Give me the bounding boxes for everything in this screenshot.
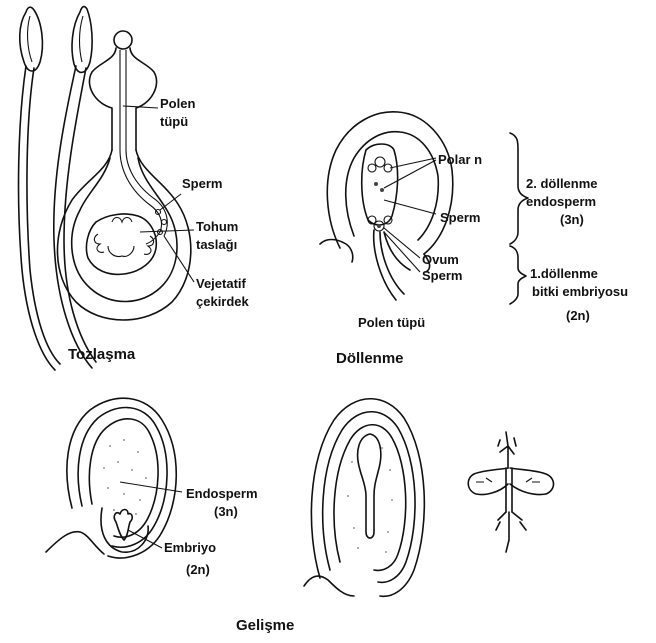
label-endosperm: Endosperm — [186, 486, 258, 501]
label-second-fertilization-ploidy: (3n) — [560, 212, 584, 227]
label-second-fertilization-endosperm: endosperm — [526, 194, 596, 209]
label-second-fertilization: 2. döllenme — [526, 176, 598, 191]
label-vegetative-line1: Vejetatif — [196, 276, 246, 291]
label-polar-nuclei: Polar n — [438, 152, 482, 167]
mature-seed-illustration — [304, 399, 424, 597]
seed-development-illustration — [46, 398, 182, 558]
label-sperm-first: Sperm — [422, 268, 462, 283]
label-pollen-tube-line1: Polen — [160, 96, 195, 111]
title-development: Gelişme — [236, 617, 294, 634]
label-pollen-tube-line2: tüpü — [160, 114, 188, 129]
label-endosperm-ploidy: (3n) — [214, 504, 238, 519]
pollination-illustration — [19, 7, 194, 370]
label-pollen-tube: Polen tüpü — [358, 315, 425, 330]
label-ovum: Ovum — [422, 252, 459, 267]
label-embryo-ploidy: (2n) — [186, 562, 210, 577]
label-ovule-line2: taslağı — [196, 237, 237, 252]
seedling-illustration — [468, 432, 553, 552]
label-vegetative-line2: çekirdek — [196, 294, 249, 309]
title-fertilization: Döllenme — [336, 350, 404, 367]
label-first-fertilization-ploidy: (2n) — [566, 308, 590, 323]
label-sperm-second: Sperm — [440, 210, 480, 225]
label-first-fertilization-embryo: bitki embriyosu — [532, 284, 628, 299]
label-sperm: Sperm — [182, 176, 222, 191]
label-ovule-line1: Tohum — [196, 219, 238, 234]
title-pollination: Tozlaşma — [68, 346, 135, 363]
label-first-fertilization: 1.döllenme — [530, 266, 598, 281]
label-embryo: Embriyo — [164, 540, 216, 555]
